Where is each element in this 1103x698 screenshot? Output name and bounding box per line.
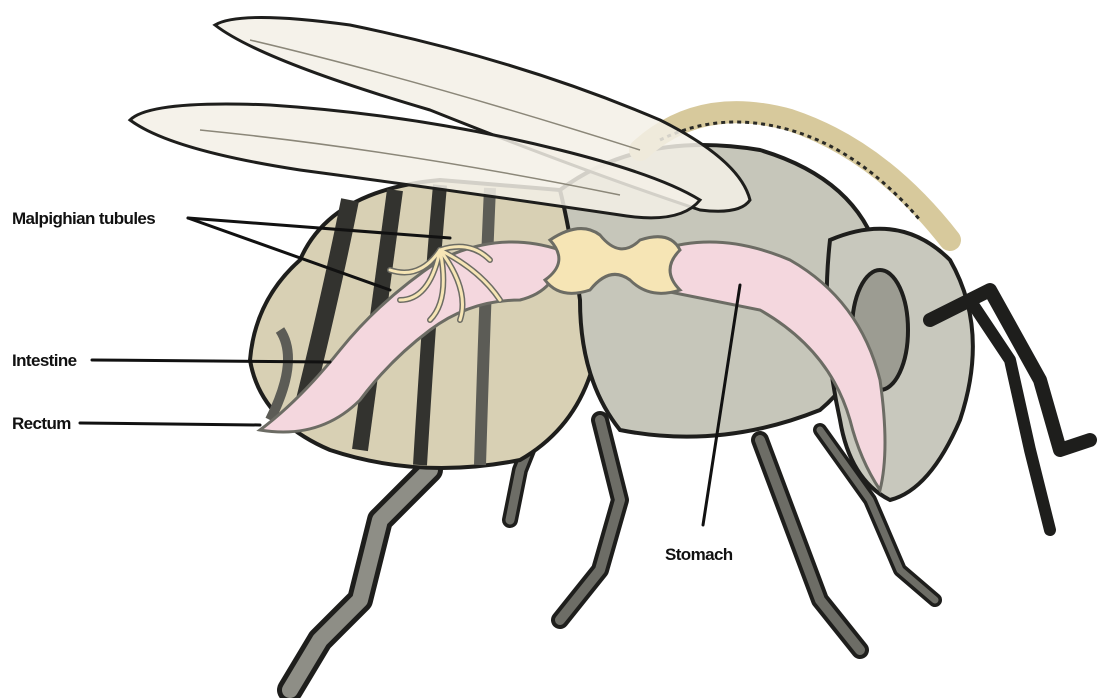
label-malpighian-tubules: Malpighian tubules	[12, 209, 155, 228]
leader-intestine	[92, 360, 330, 362]
label-rectum: Rectum	[12, 414, 71, 433]
leader-rectum	[80, 423, 260, 425]
wings	[130, 18, 750, 218]
label-stomach: Stomach	[665, 545, 733, 564]
label-intestine: Intestine	[12, 351, 77, 370]
